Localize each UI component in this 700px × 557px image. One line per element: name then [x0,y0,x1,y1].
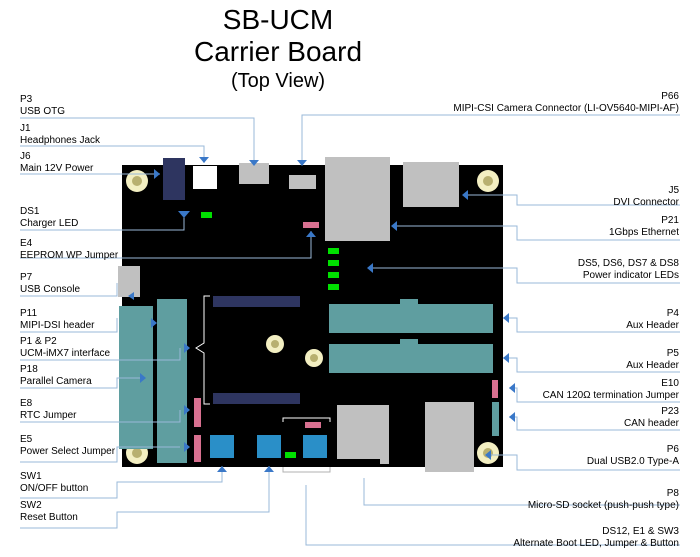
e4-eeprom-jumper [303,222,319,228]
mount-hole-mid-1 [266,335,284,353]
boot-group-bracket [282,417,331,422]
p7-usb-console [118,266,140,297]
p23-can-header [492,402,499,436]
e1-jumper [305,422,321,428]
p5-aux-header [329,344,493,373]
p8-micro-sd-tab [380,455,389,464]
p11-mipi-dsi-header [157,299,187,463]
diagram-title-line2: Carrier Board [193,36,363,67]
ds12-led [285,452,296,458]
p3-usb-otg [239,163,269,184]
mount-hole-mid-2 [305,349,323,367]
p4-key [400,299,418,305]
ds6-led [328,260,339,266]
diagram-title-line3: (Top View) [230,70,326,92]
j5-dvi-connector [403,162,459,207]
p1-ucm-connector [213,296,300,307]
ds7-led [328,272,339,278]
pointer-arrows [128,157,515,472]
ds8-led [328,284,339,290]
mount-hole-top-right [477,170,499,192]
sw1-onoff-button [210,435,234,458]
mount-hole-top-left [126,170,148,192]
diagram-title-line1: SB-UCM [222,4,334,35]
e5-power-select-jumper [194,435,201,462]
p2-ucm-connector [213,393,300,404]
p66-mipi-csi [289,175,316,189]
sw2-reset-button [257,435,281,458]
p8-micro-sd [337,405,389,459]
ucm-bracket [195,295,210,405]
p21-ethernet [325,157,390,241]
ds5-led [328,248,339,254]
e8-rtc-jumper [194,398,201,427]
ds1-charger-led [201,212,212,218]
j6-power-jack [163,158,185,200]
sw3-alt-boot-button [303,435,327,458]
j1-headphones-jack [193,166,217,189]
boot-group-bracket-bottom [282,467,331,473]
p4-aux-header [329,304,493,333]
leader-lines [20,114,680,546]
p6-dual-usb [425,402,474,472]
p5-key [400,339,418,345]
e10-can-jumper [492,380,498,398]
